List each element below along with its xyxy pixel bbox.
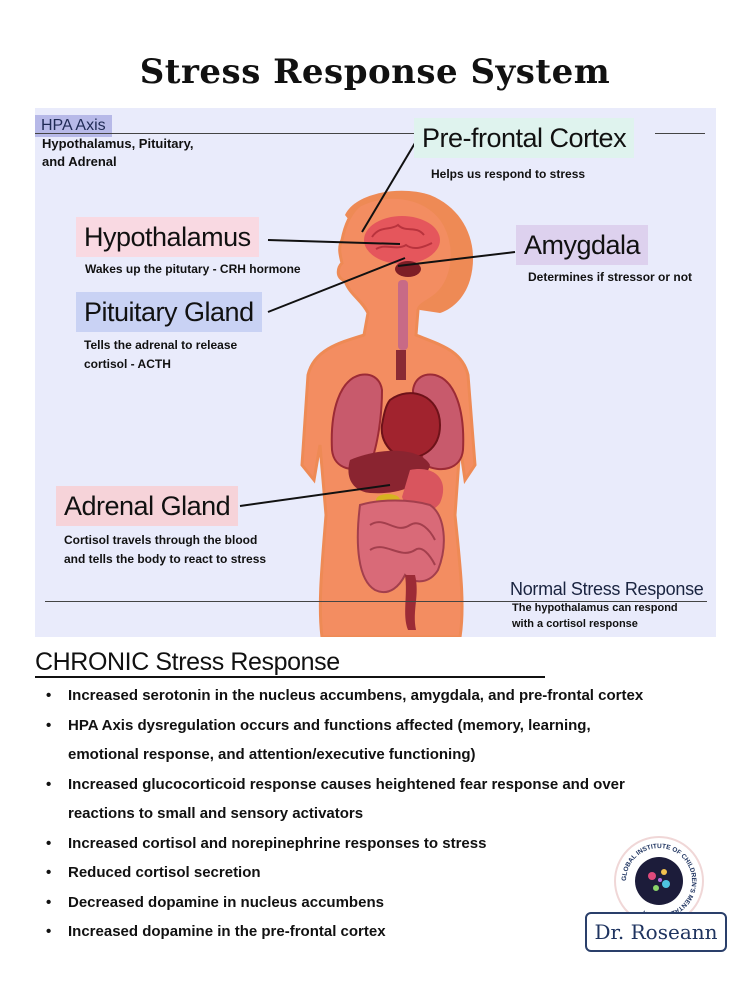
amygdala-label: Amygdala xyxy=(516,225,649,265)
list-item: Increased glucocorticoid response causes… xyxy=(38,770,718,829)
list-item: Increased serotonin in the nucleus accum… xyxy=(38,681,718,711)
pituitary-gland-label: Pituitary Gland xyxy=(76,292,262,332)
prefrontal-connector xyxy=(361,142,416,233)
throat-tube xyxy=(398,280,408,350)
institute-logo: GLOBAL INSTITUTE OF CHILDREN'S MENTAL HE… xyxy=(614,836,704,926)
list-item: Increased dopamine in the pre-frontal co… xyxy=(38,917,718,947)
hypothalamus-desc: Wakes up the pitutary - CRH hormone xyxy=(85,262,301,276)
pituitary-connector xyxy=(267,257,406,313)
amygdala-connector xyxy=(397,251,516,267)
brain-folds xyxy=(371,223,433,250)
chronic-response-list: Increased serotonin in the nucleus accum… xyxy=(38,681,718,947)
trachea xyxy=(396,350,406,380)
list-item: Decreased dopamine in nucleus accumbens xyxy=(38,888,718,918)
pituitary-gland-desc: Tells the adrenal to release cortisol - … xyxy=(84,338,238,371)
list-item: HPA Axis dysregulation occurs and functi… xyxy=(38,711,718,770)
amygdala-desc: Determines if stressor or not xyxy=(528,270,693,284)
hpa-axis-subtitle: Hypothalamus, Pituitary, and Adrenal xyxy=(42,136,194,169)
intestines-shape xyxy=(356,499,445,594)
normal-response-title: Normal Stress Response xyxy=(510,579,704,599)
dr-roseann-logo: Dr. Roseann xyxy=(585,912,727,952)
hypothalamus-connector xyxy=(267,239,401,245)
chronic-response-title: CHRONIC Stress Response xyxy=(35,648,340,676)
list-item: Reduced cortisol secretion xyxy=(38,858,718,888)
hpa-axis-line-right xyxy=(655,133,705,134)
hpa-axis-line xyxy=(35,133,415,134)
page-title: Stress Response System xyxy=(139,52,611,92)
institute-seal: GLOBAL INSTITUTE OF CHILDREN'S MENTAL HE… xyxy=(621,843,697,919)
prefrontal-cortex-label: Pre-frontal Cortex xyxy=(414,118,635,158)
intestine-folds xyxy=(369,521,436,566)
colon-shape xyxy=(405,575,417,630)
hypothalamus-label: Hypothalamus xyxy=(76,217,259,257)
adrenal-gland-desc: Cortisol travels through the blood and t… xyxy=(64,533,267,566)
brain-shape xyxy=(364,216,440,264)
prefrontal-cortex-desc: Helps us respond to stress xyxy=(431,167,586,181)
normal-response-line xyxy=(45,601,707,602)
hpa-axis-tag: HPA Axis xyxy=(35,115,112,137)
chronic-title-underline xyxy=(35,676,545,678)
adrenal-gland-label: Adrenal Gland xyxy=(56,486,239,526)
body-illustration xyxy=(300,190,477,637)
normal-response-desc: The hypothalamus can respond with a cort… xyxy=(512,602,678,630)
adrenal-connector xyxy=(239,484,391,507)
list-item: Increased cortisol and norepinephrine re… xyxy=(38,829,718,859)
